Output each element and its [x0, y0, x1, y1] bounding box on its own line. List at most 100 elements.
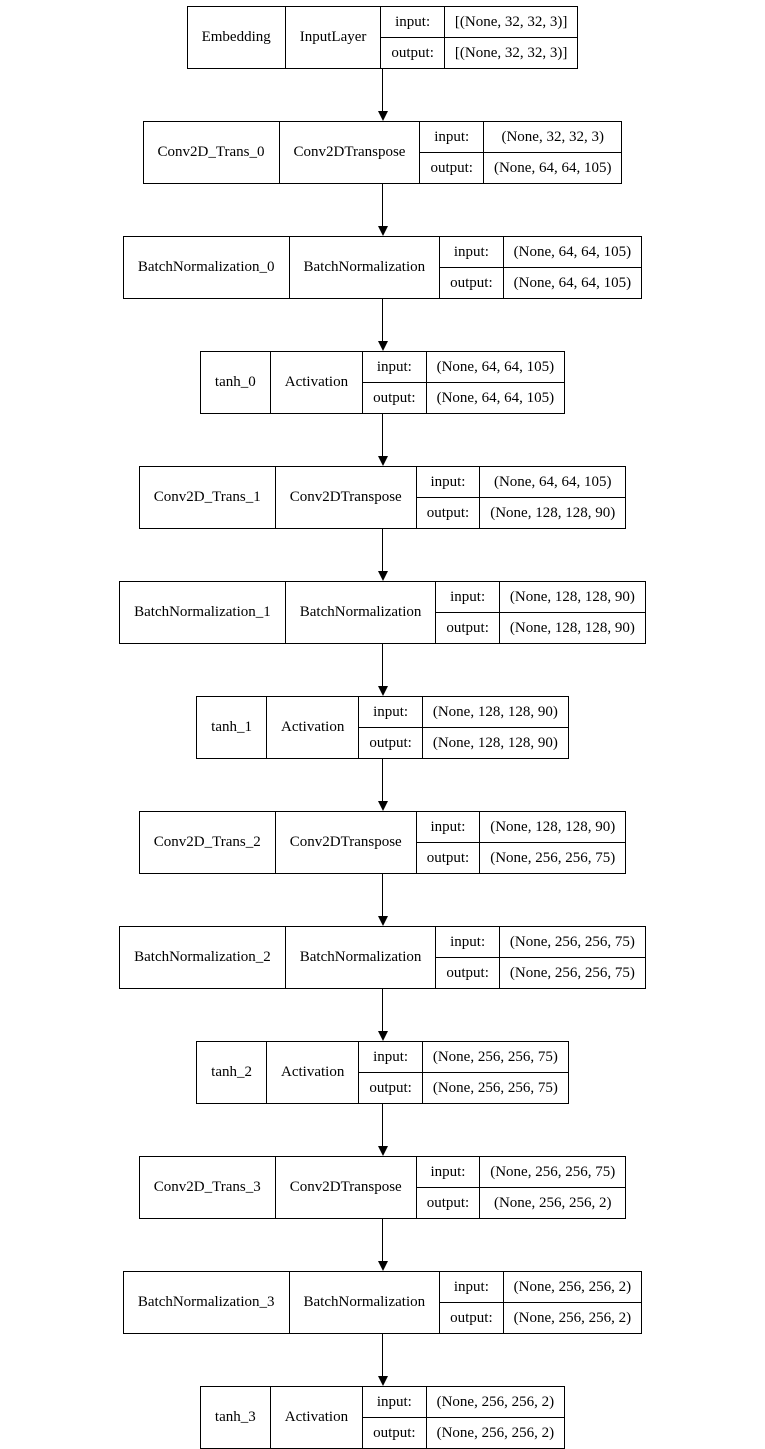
io-label-input: input:: [415, 1156, 481, 1188]
output-shape: [(None, 32, 32, 3)]: [443, 37, 579, 69]
layer-name: Conv2D_Trans_0: [142, 121, 280, 184]
layer-type: BatchNormalization: [288, 236, 441, 299]
io-label-output: output:: [439, 1302, 504, 1334]
io-label-output: output:: [435, 612, 500, 644]
model-architecture-diagram: Embedding InputLayer input: [(None, 32, …: [119, 6, 646, 1449]
layer-type: Activation: [265, 696, 360, 759]
input-shape: (None, 128, 128, 90): [498, 581, 646, 613]
edge-arrow-icon: [377, 414, 388, 466]
io-label-input: input:: [358, 1041, 423, 1073]
input-shape: (None, 256, 256, 2): [502, 1271, 643, 1303]
output-shape: (None, 128, 128, 90): [421, 727, 569, 759]
input-shape: (None, 256, 256, 75): [479, 1156, 627, 1188]
output-shape: (None, 128, 128, 90): [479, 497, 627, 529]
layer-name: tanh_2: [196, 1041, 267, 1104]
layer-name: Conv2D_Trans_3: [138, 1156, 276, 1219]
io-label-output: output:: [358, 1072, 423, 1104]
layer-name: BatchNormalization_0: [122, 236, 290, 299]
output-shape: (None, 256, 256, 2): [502, 1302, 643, 1334]
layer-type: InputLayer: [284, 6, 382, 69]
input-shape: (None, 128, 128, 90): [421, 696, 569, 728]
edge-arrow-icon: [377, 1334, 388, 1386]
io-label-input: input:: [419, 121, 484, 153]
input-shape: (None, 256, 256, 75): [498, 926, 646, 958]
input-shape: (None, 128, 128, 90): [479, 811, 627, 843]
layer-type: BatchNormalization: [284, 926, 437, 989]
edge-arrow-icon: [377, 184, 388, 236]
input-shape: (None, 64, 64, 105): [502, 236, 643, 268]
layer-name: BatchNormalization_1: [119, 581, 286, 644]
layer-node-batchnormalization-2: BatchNormalization_2 BatchNormalization …: [119, 926, 646, 989]
layer-type: Conv2DTranspose: [274, 811, 417, 874]
io-label-output: output:: [439, 267, 504, 299]
output-shape: (None, 256, 256, 75): [498, 957, 646, 989]
io-label-input: input:: [435, 926, 500, 958]
layer-node-conv2d-trans-2: Conv2D_Trans_2 Conv2DTranspose input: (N…: [138, 811, 627, 874]
io-label-input: input:: [415, 466, 481, 498]
layer-node-batchnormalization-0: BatchNormalization_0 BatchNormalization …: [122, 236, 643, 299]
layer-name: BatchNormalization_3: [122, 1271, 290, 1334]
layer-node-tanh-1: tanh_1 Activation input: (None, 128, 128…: [196, 696, 569, 759]
output-shape: (None, 256, 256, 75): [479, 842, 627, 874]
output-shape: (None, 256, 256, 2): [479, 1187, 627, 1219]
layer-node-batchnormalization-3: BatchNormalization_3 BatchNormalization …: [122, 1271, 643, 1334]
layer-node-tanh-0: tanh_0 Activation input: (None, 64, 64, …: [199, 351, 566, 414]
io-label-output: output:: [362, 1417, 427, 1449]
output-shape: (None, 64, 64, 105): [425, 382, 566, 414]
io-label-input: input:: [362, 1386, 427, 1418]
layer-node-batchnormalization-1: BatchNormalization_1 BatchNormalization …: [119, 581, 646, 644]
input-shape: (None, 256, 256, 2): [425, 1386, 566, 1418]
output-shape: (None, 128, 128, 90): [498, 612, 646, 644]
edge-arrow-icon: [377, 299, 388, 351]
layer-name: tanh_3: [199, 1386, 271, 1449]
edge-arrow-icon: [377, 1219, 388, 1271]
output-shape: (None, 256, 256, 75): [421, 1072, 569, 1104]
layer-node-conv2d-trans-3: Conv2D_Trans_3 Conv2DTranspose input: (N…: [138, 1156, 627, 1219]
layer-node-conv2d-trans-0: Conv2D_Trans_0 Conv2DTranspose input: (N…: [142, 121, 623, 184]
io-label-input: input:: [439, 1271, 504, 1303]
io-label-input: input:: [358, 696, 423, 728]
layer-node-embedding: Embedding InputLayer input: [(None, 32, …: [186, 6, 579, 69]
io-label-input: input:: [439, 236, 504, 268]
layer-type: Conv2DTranspose: [274, 466, 417, 529]
layer-name: tanh_1: [196, 696, 267, 759]
io-label-output: output:: [358, 727, 423, 759]
layer-type: BatchNormalization: [284, 581, 437, 644]
io-label-output: output:: [435, 957, 500, 989]
io-label-output: output:: [380, 37, 445, 69]
layer-type: Activation: [265, 1041, 360, 1104]
layer-type: Activation: [269, 351, 364, 414]
layer-node-tanh-2: tanh_2 Activation input: (None, 256, 256…: [196, 1041, 569, 1104]
io-label-output: output:: [419, 152, 484, 184]
output-shape: (None, 64, 64, 105): [502, 267, 643, 299]
io-label-input: input:: [415, 811, 481, 843]
edge-arrow-icon: [377, 644, 388, 696]
layer-type: Conv2DTranspose: [278, 121, 421, 184]
edge-arrow-icon: [377, 989, 388, 1041]
edge-arrow-icon: [377, 69, 388, 121]
io-label-output: output:: [415, 1187, 481, 1219]
output-shape: (None, 256, 256, 2): [425, 1417, 566, 1449]
io-label-input: input:: [380, 6, 445, 38]
io-label-output: output:: [415, 842, 481, 874]
layer-name: Conv2D_Trans_1: [138, 466, 276, 529]
layer-name: Embedding: [186, 6, 286, 69]
edge-arrow-icon: [377, 1104, 388, 1156]
layer-node-tanh-3: tanh_3 Activation input: (None, 256, 256…: [199, 1386, 566, 1449]
layer-type: BatchNormalization: [288, 1271, 441, 1334]
layer-name: Conv2D_Trans_2: [138, 811, 276, 874]
edge-arrow-icon: [377, 874, 388, 926]
layer-type: Conv2DTranspose: [274, 1156, 417, 1219]
edge-arrow-icon: [377, 529, 388, 581]
io-label-input: input:: [435, 581, 500, 613]
layer-name: BatchNormalization_2: [119, 926, 286, 989]
input-shape: (None, 32, 32, 3): [482, 121, 623, 153]
io-label-input: input:: [362, 351, 427, 383]
input-shape: (None, 64, 64, 105): [425, 351, 566, 383]
layer-name: tanh_0: [199, 351, 271, 414]
input-shape: [(None, 32, 32, 3)]: [443, 6, 579, 38]
layer-node-conv2d-trans-1: Conv2D_Trans_1 Conv2DTranspose input: (N…: [138, 466, 627, 529]
io-label-output: output:: [415, 497, 481, 529]
input-shape: (None, 64, 64, 105): [479, 466, 627, 498]
io-label-output: output:: [362, 382, 427, 414]
